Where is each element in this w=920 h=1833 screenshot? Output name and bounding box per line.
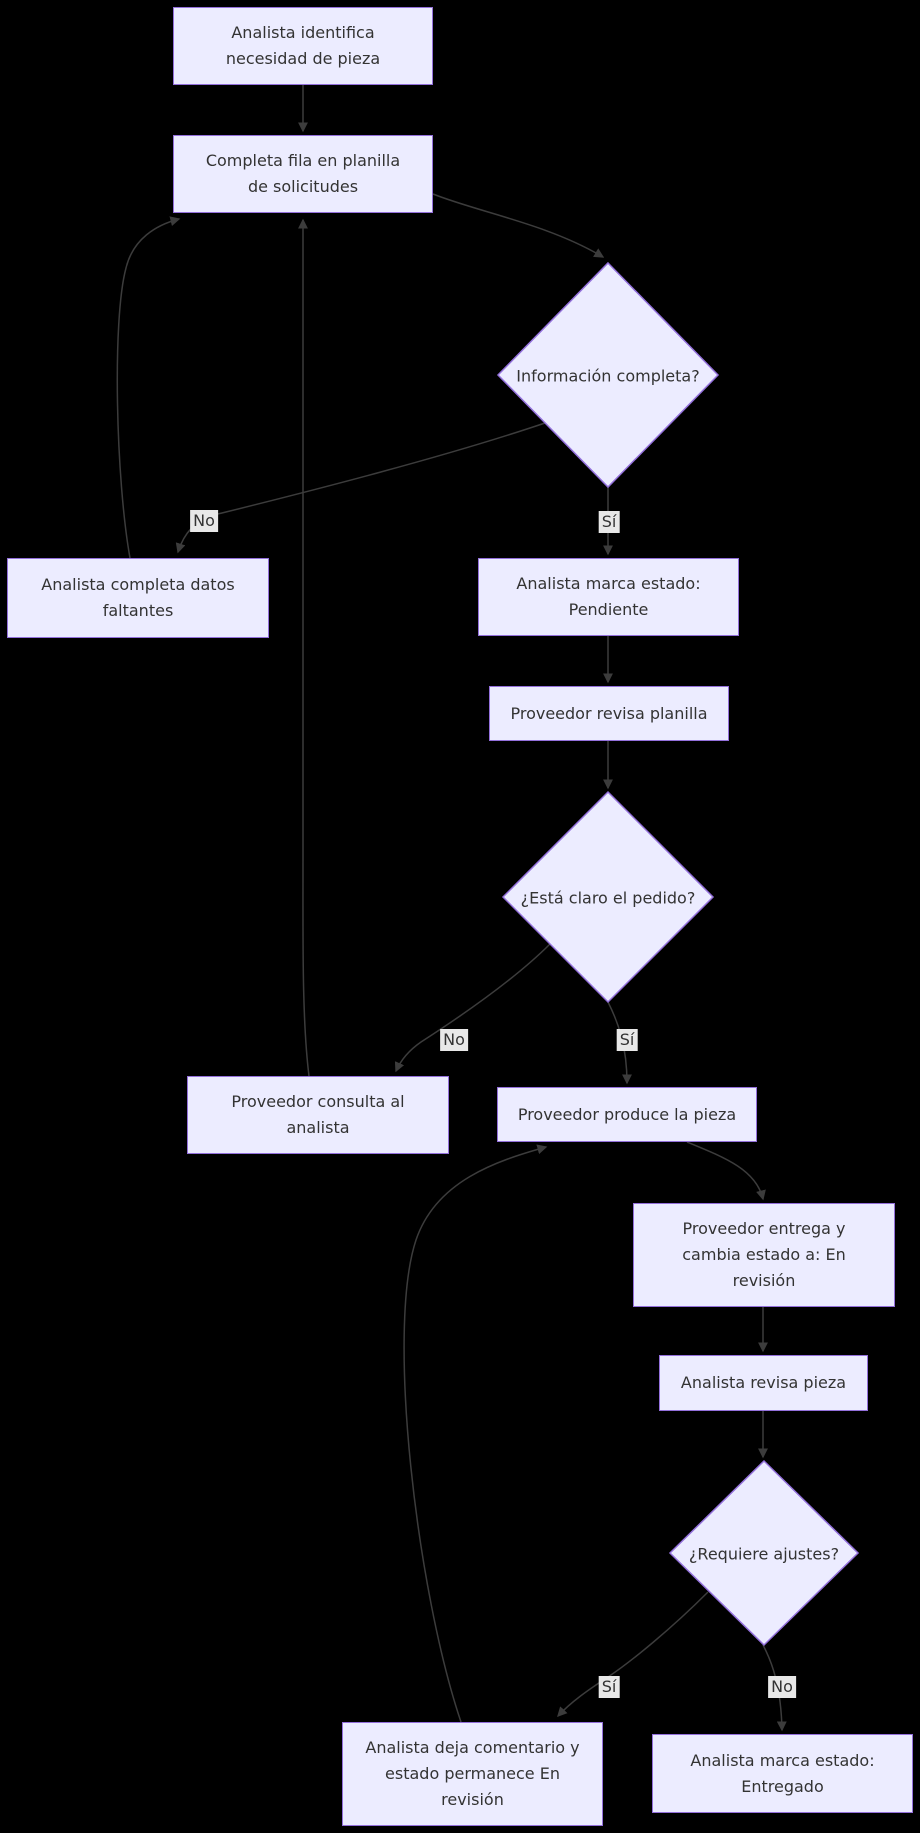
node-proveedor-produce-pieza: Proveedor produce la pieza xyxy=(497,1087,757,1142)
node-deja-comentario-en-revision: Analista deja comentario y estado perman… xyxy=(342,1722,603,1826)
node-label-line: Completa fila en planilla xyxy=(205,151,401,170)
node-analista-revisa-pieza: Analista revisa pieza xyxy=(659,1355,868,1411)
node-label-line: cambia estado a: En xyxy=(682,1245,846,1264)
node-label-line: analista xyxy=(286,1118,350,1137)
edge-produce-to-entrega xyxy=(686,1141,766,1201)
node-label-line: Analista marca estado: xyxy=(690,1750,875,1770)
node-label-line: faltantes xyxy=(102,601,174,620)
node-label-line: Proveedor consulta al xyxy=(231,1092,405,1111)
node-label-line: Entregado xyxy=(741,1776,824,1796)
edge-datos-loop-to-completa xyxy=(116,216,181,559)
node-analista-completa-datos: Analista completa datos faltantes xyxy=(7,558,269,638)
edge-label-info-no: No xyxy=(190,510,218,532)
decision-label-esta-claro-pedido: ¿Está claro el pedido? xyxy=(520,888,696,908)
edge-label-pedido-si: Sí xyxy=(616,1029,638,1051)
edge-completa-to-info xyxy=(432,193,605,258)
decision-label-informacion-completa: Información completa? xyxy=(516,366,700,386)
node-analista-identifica-necesidad: Analista identifica necesidad de pieza xyxy=(173,7,433,85)
node-label-line: Analista revisa pieza xyxy=(680,1373,847,1392)
node-label-line: Analista completa datos xyxy=(41,575,235,594)
edge-ajustes-si-to-comentario xyxy=(557,1591,709,1718)
edge-info-no-to-datos xyxy=(175,422,546,554)
node-label-line: revisión xyxy=(732,1271,796,1290)
node-marca-estado-entregado: Analista marca estado: Entregado xyxy=(652,1734,913,1813)
decision-requiere-ajustes xyxy=(668,1459,860,1647)
node-marca-estado-pendiente: Analista marca estado: Pendiente xyxy=(478,558,739,636)
node-label-line: necesidad de pieza xyxy=(225,49,381,68)
node-proveedor-revisa-planilla: Proveedor revisa planilla xyxy=(489,686,729,741)
node-label-line: revisión xyxy=(441,1790,504,1809)
node-label-line: Analista identifica xyxy=(231,23,375,42)
edge-claro-no-to-consulta xyxy=(394,943,551,1073)
node-label-line: Proveedor produce la pieza xyxy=(517,1104,737,1124)
decision-informacion-completa xyxy=(496,261,720,489)
node-label-line: estado permanece En xyxy=(385,1764,560,1783)
node-proveedor-entrega-en-revision: Proveedor entrega y cambia estado a: En … xyxy=(633,1203,895,1307)
node-completa-fila-planilla: Completa fila en planilla de solicitudes xyxy=(173,135,433,213)
node-proveedor-consulta-analista: Proveedor consulta al analista xyxy=(187,1076,449,1154)
edge-label-ajustes-no: No xyxy=(768,1676,796,1698)
edge-label-ajustes-si: Sí xyxy=(598,1676,620,1698)
node-label-line: Proveedor entrega y xyxy=(682,1219,846,1238)
node-label-line: de solicitudes xyxy=(247,177,359,196)
edge-comentario-loop-to-produce xyxy=(403,1144,548,1723)
edge-consulta-loop-to-completa xyxy=(298,218,310,1077)
node-label-line: Pendiente xyxy=(568,600,649,619)
decision-label-requiere-ajustes: ¿Requiere ajustes? xyxy=(688,1544,840,1564)
node-label-line: Analista deja comentario y xyxy=(365,1738,580,1757)
edge-label-info-si: Sí xyxy=(598,511,620,533)
decision-esta-claro-pedido xyxy=(501,790,715,1004)
node-label-line: Analista marca estado: xyxy=(516,574,701,593)
edge-label-pedido-no: No xyxy=(440,1029,468,1051)
node-label-line: Proveedor revisa planilla xyxy=(510,703,708,723)
